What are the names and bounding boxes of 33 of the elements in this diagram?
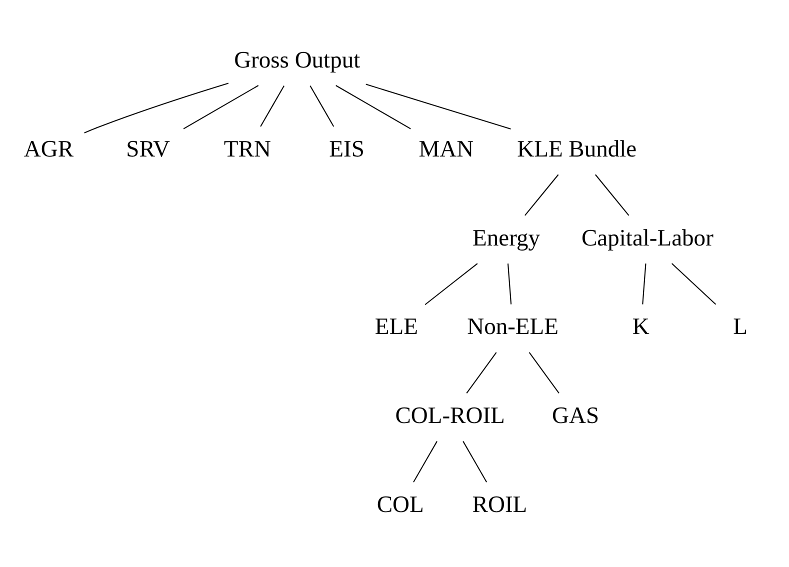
node-text: COL — [376, 491, 424, 518]
node-text: COL-ROIL — [395, 402, 505, 429]
connector — [528, 352, 560, 394]
connector — [466, 352, 497, 394]
connector — [642, 263, 646, 304]
connector — [462, 440, 488, 482]
connector — [424, 262, 478, 305]
connector — [336, 84, 411, 129]
node-text: KLE Bundle — [517, 136, 637, 162]
node-text: GAS — [552, 402, 600, 429]
connector — [183, 84, 259, 129]
node-text: TRN — [224, 136, 271, 162]
node-text: Gross Output — [234, 47, 360, 74]
connector — [260, 84, 285, 126]
node-text: ROIL — [472, 491, 528, 518]
connector — [413, 440, 438, 482]
connector — [671, 262, 716, 304]
node-text: Non-ELE — [467, 314, 559, 340]
node-text: AGR — [24, 136, 74, 162]
connector — [84, 82, 229, 133]
node-text: Energy — [472, 224, 540, 251]
node-text: L — [733, 314, 748, 340]
node-text: Capital-Labor — [582, 224, 714, 251]
node-text: EIS — [329, 136, 364, 162]
connector — [366, 83, 511, 129]
connector — [310, 84, 334, 126]
node-text: SRV — [126, 136, 170, 162]
node-text: ELE — [374, 314, 418, 340]
node-text: MAN — [418, 136, 474, 162]
connector — [595, 174, 630, 216]
connector — [524, 174, 559, 216]
node-text: K — [632, 314, 650, 340]
connector — [507, 263, 512, 304]
